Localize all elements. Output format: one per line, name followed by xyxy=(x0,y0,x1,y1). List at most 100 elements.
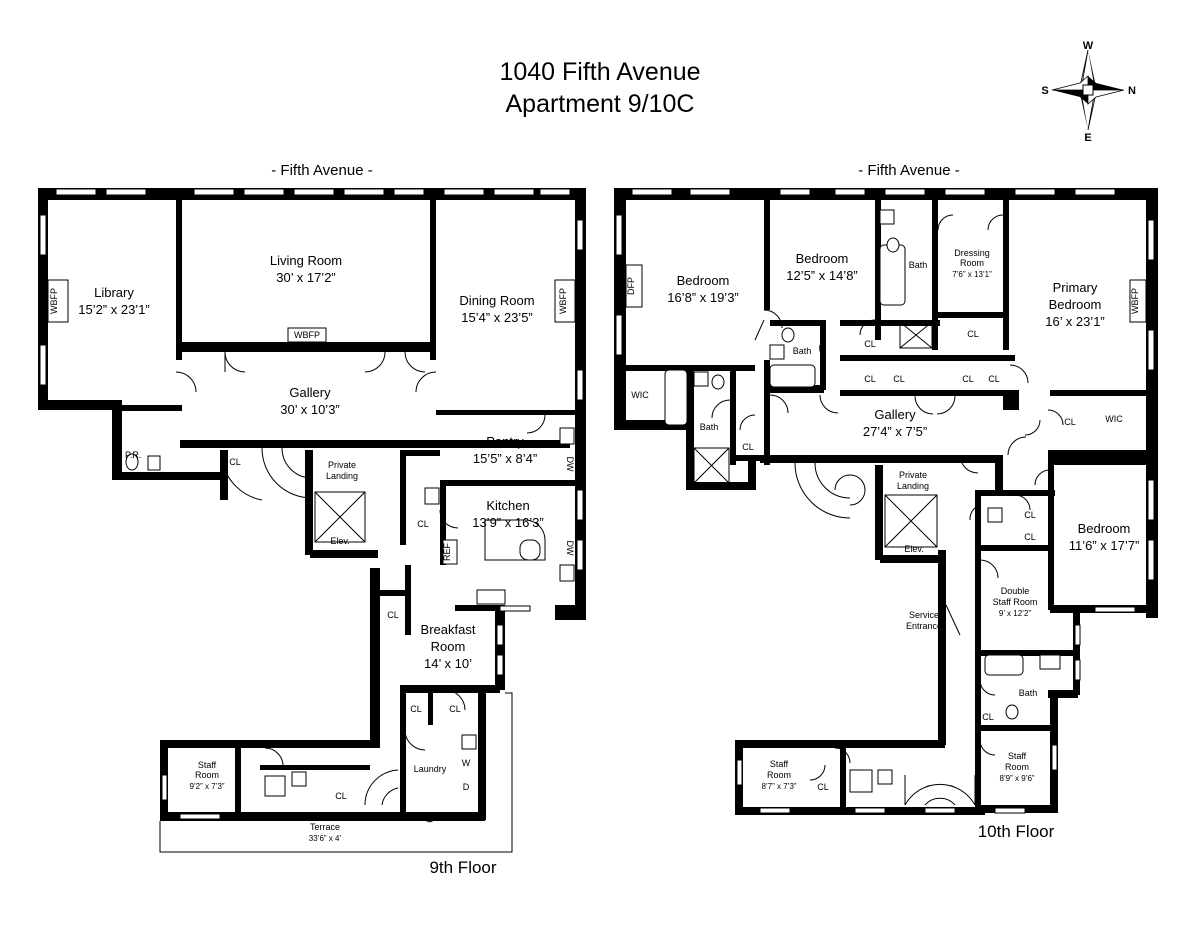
compass-rose: W E S N xyxy=(1041,40,1136,144)
compass-w: W xyxy=(1083,40,1094,52)
f10-closet-4: CL xyxy=(864,374,876,384)
f10-gallery-name: Gallery xyxy=(874,407,916,422)
f10-staff-east-dims: 8’9” x 9’6” xyxy=(999,774,1034,783)
f10-primary-name-1: Primary xyxy=(1053,280,1098,295)
f10-dressing-dims: 7’6” x 13’1” xyxy=(952,270,992,279)
f9-gallery-dims: 30’ x 10’3” xyxy=(280,402,340,417)
compass-e: E xyxy=(1084,132,1091,144)
title-address: 1040 Fifth Avenue xyxy=(499,58,701,86)
title-apartment: Apartment 9/10C xyxy=(505,90,695,118)
f9-closet-hall: CL xyxy=(387,610,399,620)
compass-n: N xyxy=(1128,85,1136,97)
f10-gallery-dims: 27’4” x 7’5” xyxy=(863,424,927,439)
f10-primary-fireplace: WBFP xyxy=(1130,288,1140,314)
f9-living-dims: 30’ x 17’2” xyxy=(276,270,336,285)
f9-dining-name: Dining Room xyxy=(459,293,534,308)
f9-kitchen-dims: 13’9” x 16’3” xyxy=(472,515,544,530)
f9-private-landing-1: Private xyxy=(328,460,356,470)
f10-bedroom-west-fireplace: DFP xyxy=(626,277,636,295)
f10-staff-west-2: Room xyxy=(767,770,791,780)
f10-staff-west-dims: 8’7” x 7’3” xyxy=(761,782,796,791)
f9-closet-b: CL xyxy=(449,704,461,714)
f9-staff-name-1: Staff xyxy=(198,760,217,770)
f9-pantry-dims: 15’5” x 8’4” xyxy=(473,451,537,466)
f9-closet-a: CL xyxy=(410,704,422,714)
f10-bedroom-west-dims: 16’8” x 19’3” xyxy=(667,290,739,305)
f10-floor-label: 10th Floor xyxy=(978,822,1055,841)
f10-bedroom-mid-name: Bedroom xyxy=(796,251,849,266)
f10-closet-6: CL xyxy=(962,374,974,384)
floor-9-plan: Library 15’2” x 23’1” WBFP Living Room 3… xyxy=(38,162,586,877)
f10-primary-name-2: Bedroom xyxy=(1049,297,1102,312)
f9-library-fireplace: WBFP xyxy=(49,288,59,314)
f9-closet-service: CL xyxy=(417,519,429,529)
f9-breakfast-dims: 14’ x 10’ xyxy=(424,656,472,671)
f10-double-staff-1: Double xyxy=(1001,586,1030,596)
f10-double-staff-dims: 9’ x 12’2” xyxy=(999,609,1032,618)
f10-closet-10: CL xyxy=(1024,532,1036,542)
f10-bedroom-west-name: Bedroom xyxy=(677,273,730,288)
f10-closet-1: CL xyxy=(742,442,754,452)
f9-laundry-dryer: D xyxy=(463,782,470,792)
f10-primary-dims: 16’ x 23’1” xyxy=(1045,314,1105,329)
compass-s: S xyxy=(1041,85,1048,97)
f10-wic-west: WIC xyxy=(631,390,649,400)
f9-breakfast-name-2: Room xyxy=(431,639,466,654)
f10-closet-7: CL xyxy=(988,374,1000,384)
f10-bath-staff: Bath xyxy=(1019,688,1038,698)
f9-dining-dims: 15’4” x 23’5” xyxy=(461,310,533,325)
f10-closet-12: CL xyxy=(817,782,829,792)
f9-pantry-name: Pantry xyxy=(486,434,524,449)
f9-private-landing-2: Landing xyxy=(326,471,358,481)
f10-closet-3: CL xyxy=(967,329,979,339)
f9-laundry-name: Laundry xyxy=(414,764,447,774)
f10-bath-mid: Bath xyxy=(793,346,812,356)
floor-10-plan: Bedroom 16’8” x 19’3” DFP Bedroom 12’5” … xyxy=(614,162,1158,841)
f10-closet-2: CL xyxy=(864,339,876,349)
f9-closet-staff: CL xyxy=(335,791,347,801)
f9-library-name: Library xyxy=(94,285,134,300)
f10-elevator-label: Elev. xyxy=(904,544,923,554)
f10-bedroom-mid-dims: 12’5” x 14’8” xyxy=(786,268,858,283)
f10-closet-8: CL xyxy=(1064,417,1076,427)
f10-service-entrance-1: Service xyxy=(909,610,939,620)
f9-gallery-name: Gallery xyxy=(289,385,331,400)
f9-street-label: - Fifth Avenue - xyxy=(271,162,372,179)
f9-pantry-dw: DW xyxy=(565,457,575,472)
f9-terrace-name: Terrace xyxy=(310,822,340,832)
f9-terrace-dims: 33’6” x 4’ xyxy=(309,834,342,843)
f10-bedroom-east-dims: 11’6” x 17’7” xyxy=(1069,538,1140,553)
f9-powder-label: P.R. xyxy=(125,450,141,460)
f10-bath-west: Bath xyxy=(700,422,719,432)
f9-kitchen-dw: DW xyxy=(565,541,575,556)
f9-closet-gallery: CL xyxy=(229,457,241,467)
f10-closet-9: CL xyxy=(1024,510,1036,520)
f9-laundry-washer: W xyxy=(462,758,471,768)
f9-kitchen-ref: REF xyxy=(442,542,452,561)
f10-closet-11: CL xyxy=(982,712,994,722)
f10-private-landing-1: Private xyxy=(899,470,927,480)
f9-living-name: Living Room xyxy=(270,253,342,268)
f10-wic-east: WIC xyxy=(1105,414,1123,424)
f10-dressing-name-1: Dressing xyxy=(954,248,990,258)
f9-dining-fireplace: WBFP xyxy=(558,288,568,314)
f9-floor-label: 9th Floor xyxy=(429,858,496,877)
f10-double-staff-2: Staff Room xyxy=(993,597,1038,607)
f10-service-entrance-2: Entrance xyxy=(906,621,942,631)
f9-staff-dims: 9’2” x 7’3” xyxy=(189,782,224,791)
f10-bedroom-east-name: Bedroom xyxy=(1078,521,1131,536)
f9-elevator-label: Elev. xyxy=(330,536,349,546)
f10-bath-top: Bath xyxy=(909,260,928,270)
f9-staff-name-2: Room xyxy=(195,770,219,780)
f10-private-landing-2: Landing xyxy=(897,481,929,491)
f10-closet-5: CL xyxy=(893,374,905,384)
f9-living-fireplace: WBFP xyxy=(294,330,320,340)
f10-dressing-name-2: Room xyxy=(960,258,984,268)
f9-kitchen-name: Kitchen xyxy=(486,498,529,513)
f9-library-dims: 15’2” x 23’1” xyxy=(78,302,150,317)
f9-breakfast-name-1: Breakfast xyxy=(421,622,476,637)
f10-staff-west-1: Staff xyxy=(770,759,789,769)
f10-staff-east-2: Room xyxy=(1005,762,1029,772)
f10-street-label: - Fifth Avenue - xyxy=(858,162,959,179)
